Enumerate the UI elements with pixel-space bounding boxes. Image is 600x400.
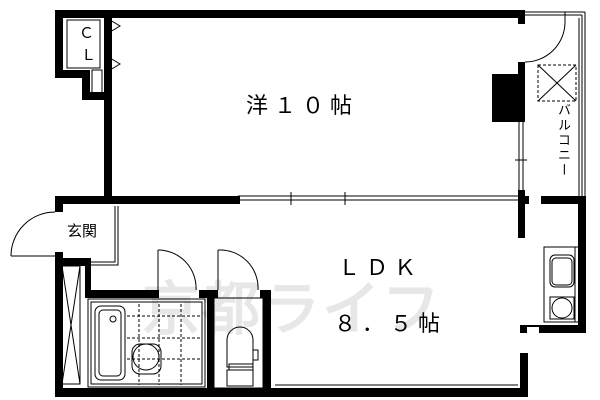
- balcony-label: バルコニー: [555, 103, 570, 178]
- shoe-cabinet: [61, 265, 81, 385]
- closet: [66, 18, 121, 96]
- watermark: 京都ライフ: [142, 275, 443, 343]
- balcony: [524, 11, 586, 200]
- toilet: [213, 297, 264, 389]
- kitchen: [543, 246, 580, 323]
- entrance: [10, 206, 119, 266]
- entrance-label: 玄関: [67, 222, 98, 240]
- bathroom: [87, 249, 259, 388]
- room-label-western: 洋１０帖: [246, 94, 359, 119]
- west-room-window: [515, 122, 527, 190]
- room-label-ldk-size: ８．５帖: [334, 312, 447, 337]
- sliding-door-center: [238, 192, 518, 205]
- room-label-ldk: ＬＤＫ: [338, 256, 423, 281]
- closet-label-c: Ｃ: [79, 24, 95, 42]
- door-openings: [55, 24, 541, 353]
- closet-label-l: Ｌ: [81, 46, 97, 64]
